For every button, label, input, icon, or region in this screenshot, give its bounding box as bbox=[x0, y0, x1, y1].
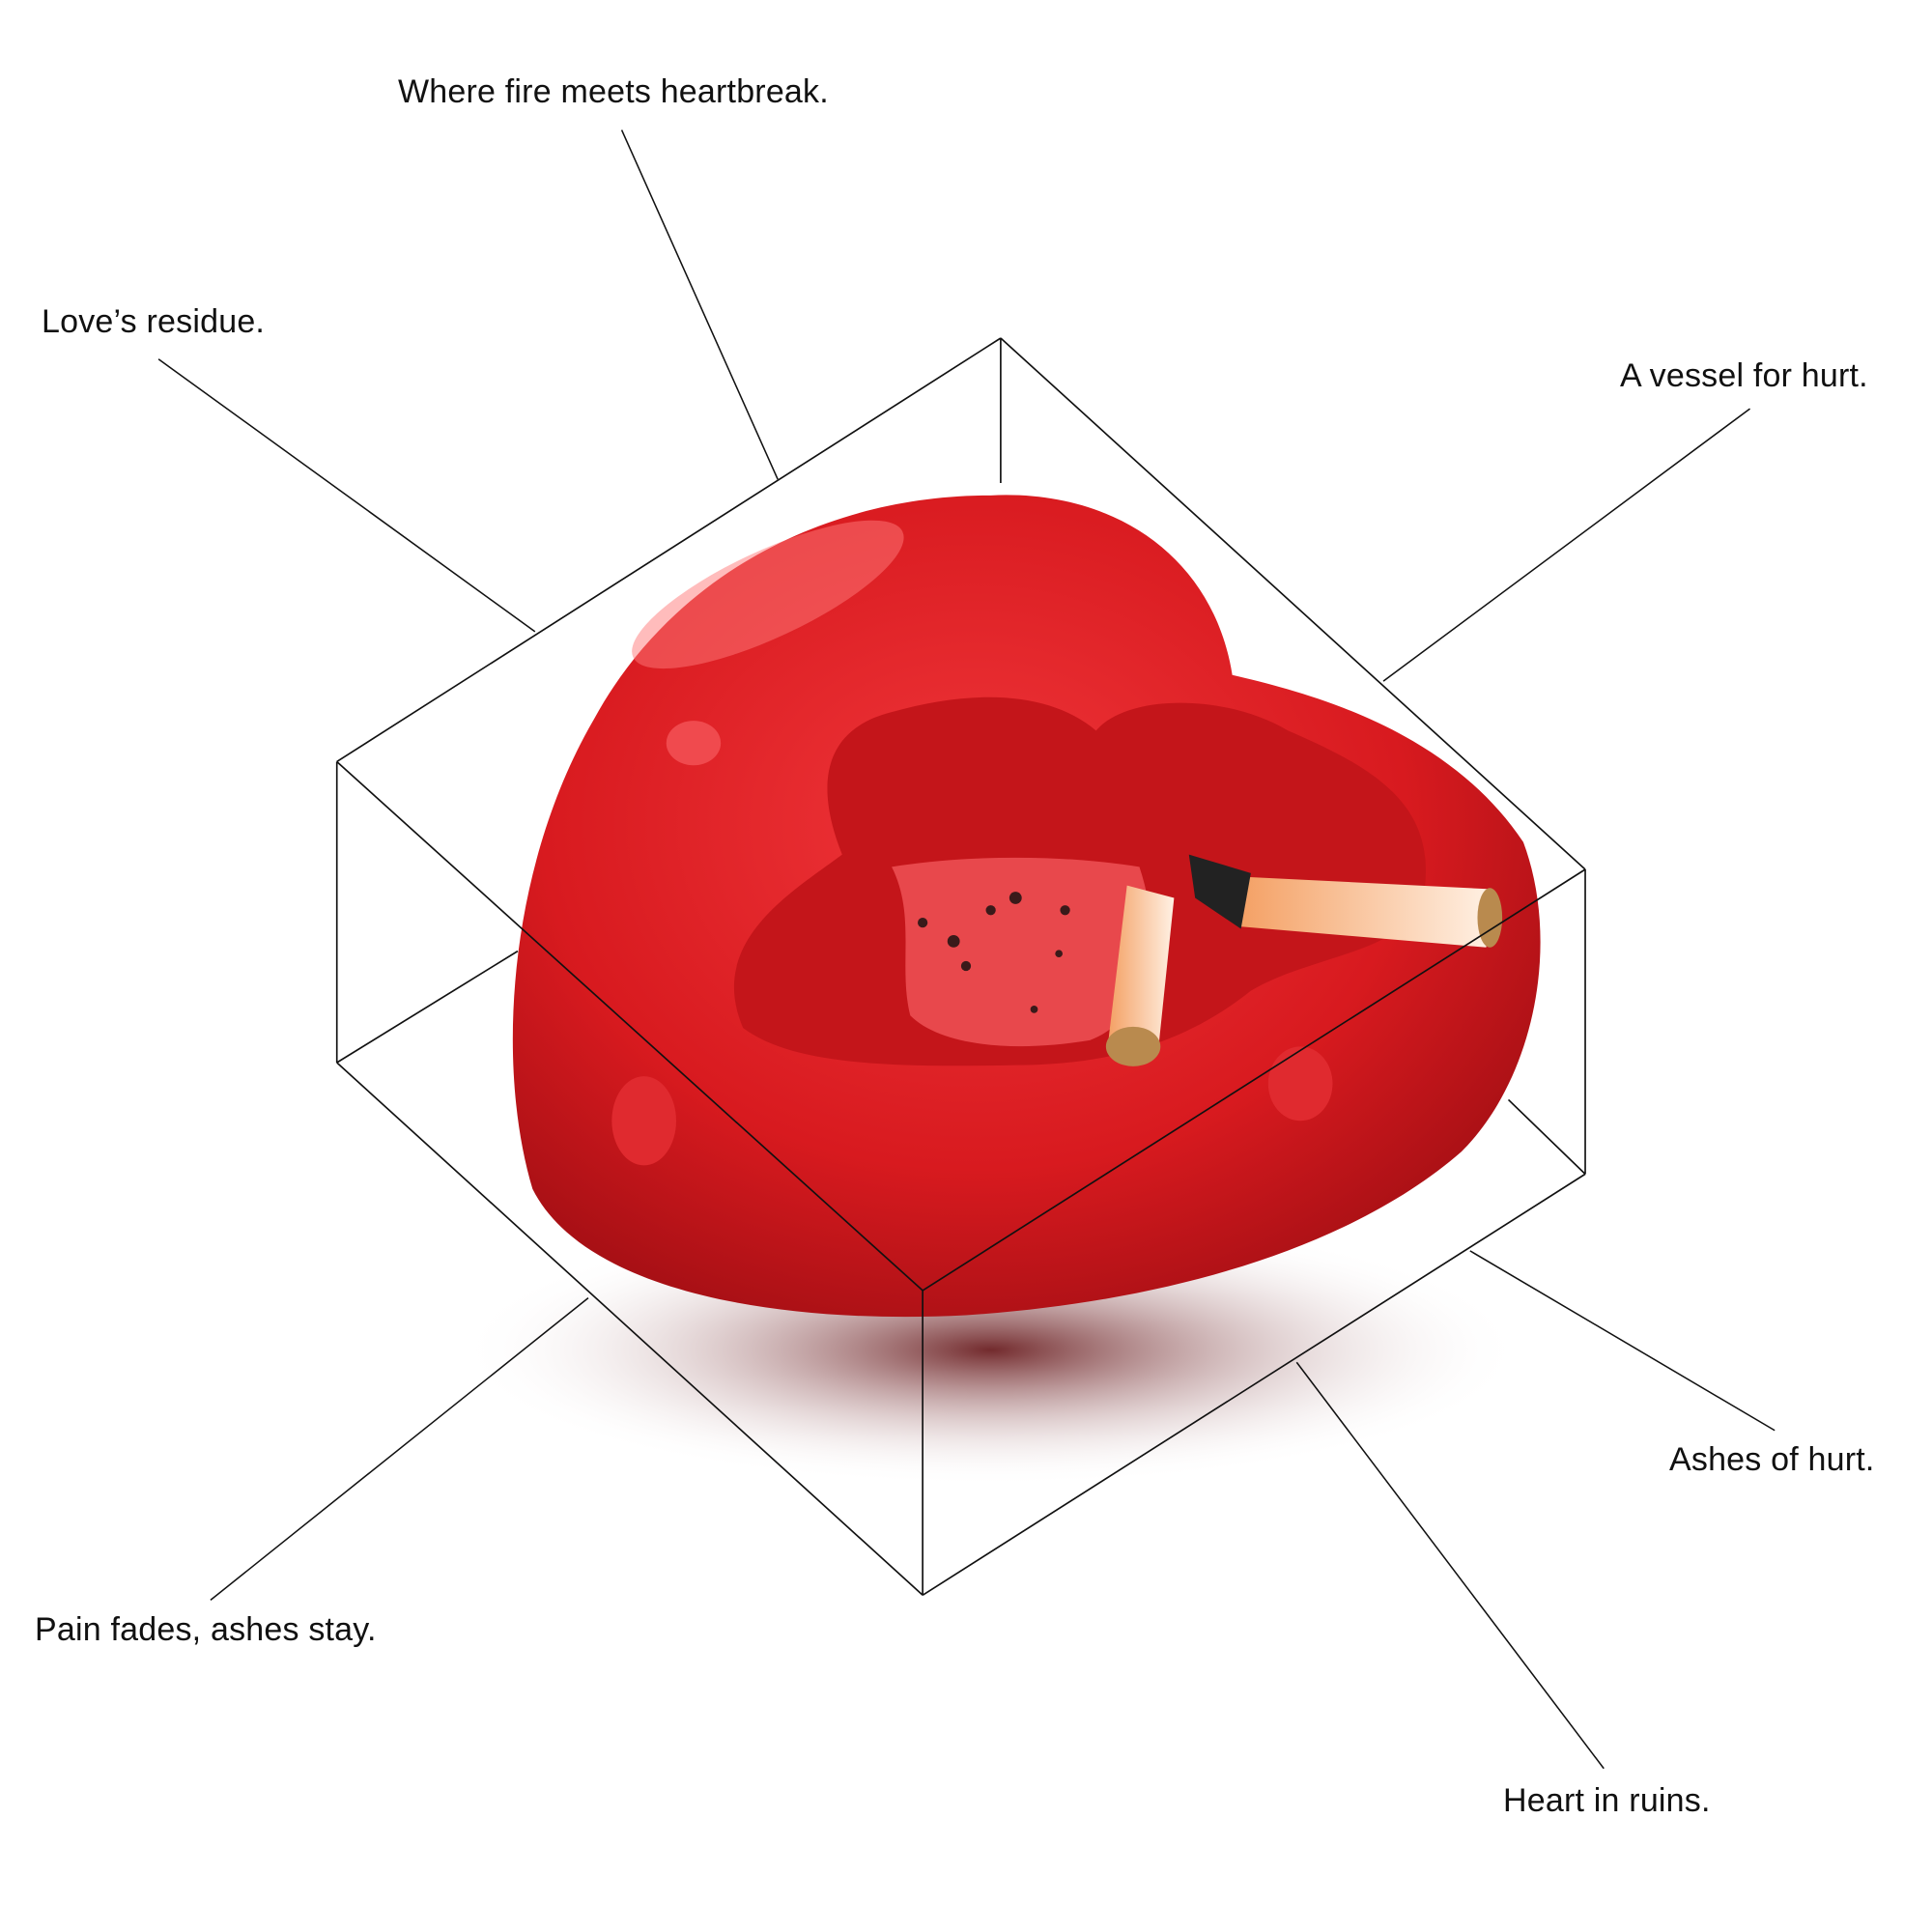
leader-lines bbox=[157, 129, 1776, 1770]
annotation-loves-residue: Love’s residue. bbox=[42, 303, 266, 340]
wireframe-box bbox=[335, 337, 1586, 1596]
cigarette-butt-short bbox=[1105, 885, 1175, 1066]
cigarette-butt-long bbox=[1188, 854, 1503, 948]
glaze-drip bbox=[666, 721, 722, 766]
annotation-vessel: A vessel for hurt. bbox=[1620, 357, 1868, 394]
glaze-drip bbox=[1267, 1046, 1333, 1122]
annotation-pain-fades: Pain fades, ashes stay. bbox=[35, 1611, 377, 1648]
glaze-highlight bbox=[632, 520, 904, 669]
annotation-ashes-of-hurt: Ashes of hurt. bbox=[1669, 1441, 1875, 1478]
glaze-drip bbox=[611, 1076, 676, 1166]
ashtray-floor bbox=[892, 857, 1151, 1047]
annotation-heart-in-ruins: Heart in ruins. bbox=[1503, 1782, 1711, 1819]
ash-debris bbox=[918, 892, 1070, 1013]
annotation-where-fire: Where fire meets heartbreak. bbox=[398, 73, 829, 110]
